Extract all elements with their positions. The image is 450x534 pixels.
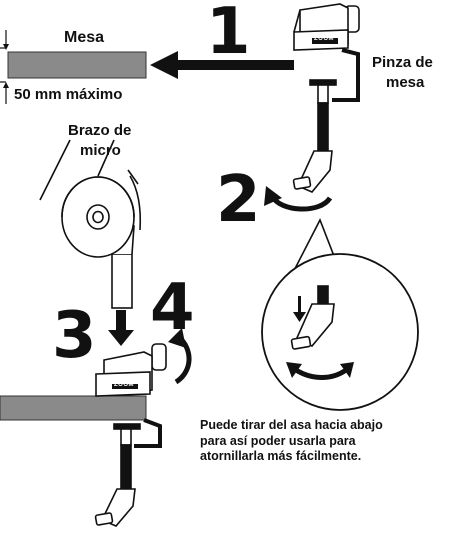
max-thickness-label: 50 mm máximo (14, 86, 123, 103)
step-4-number: 4 (150, 271, 195, 345)
clamp-label-line1: Pinza de (372, 54, 433, 71)
table-top (0, 30, 147, 104)
arrow-down-icon (108, 310, 134, 346)
hint-line-2: para así poder usarla para (200, 433, 356, 448)
step-1-number: 1 (206, 0, 251, 69)
brand-bottom: ZOOM (114, 382, 134, 388)
hint-note: Puede tirar del asa hacia abajo para así… (200, 418, 445, 465)
hint-line-1: Puede tirar del asa hacia abajo (200, 418, 383, 432)
curved-arrow-up-icon (168, 328, 192, 385)
arm-label-line2: micro (80, 142, 121, 159)
arrow-down-small-icon (293, 296, 306, 322)
rotate-arrow-icon (264, 186, 333, 212)
step-2-number: 2 (216, 163, 261, 237)
hint-line-3: atornillarla más fácilmente. (200, 449, 362, 464)
arrow-left-icon (150, 51, 294, 79)
table-bottom (0, 395, 147, 421)
table-label: Mesa (64, 29, 105, 46)
brand-top: ZOOM (314, 36, 334, 42)
clamp-label-line2: mesa (386, 74, 425, 91)
mic-arm (39, 139, 142, 309)
double-curved-arrow-icon (286, 362, 354, 380)
step-3-number: 3 (52, 299, 97, 373)
arm-label-line1: Brazo de (68, 122, 132, 139)
table-clamp-top (292, 3, 360, 193)
zoom-detail (261, 218, 419, 411)
table-clamp-bottom (94, 343, 167, 527)
